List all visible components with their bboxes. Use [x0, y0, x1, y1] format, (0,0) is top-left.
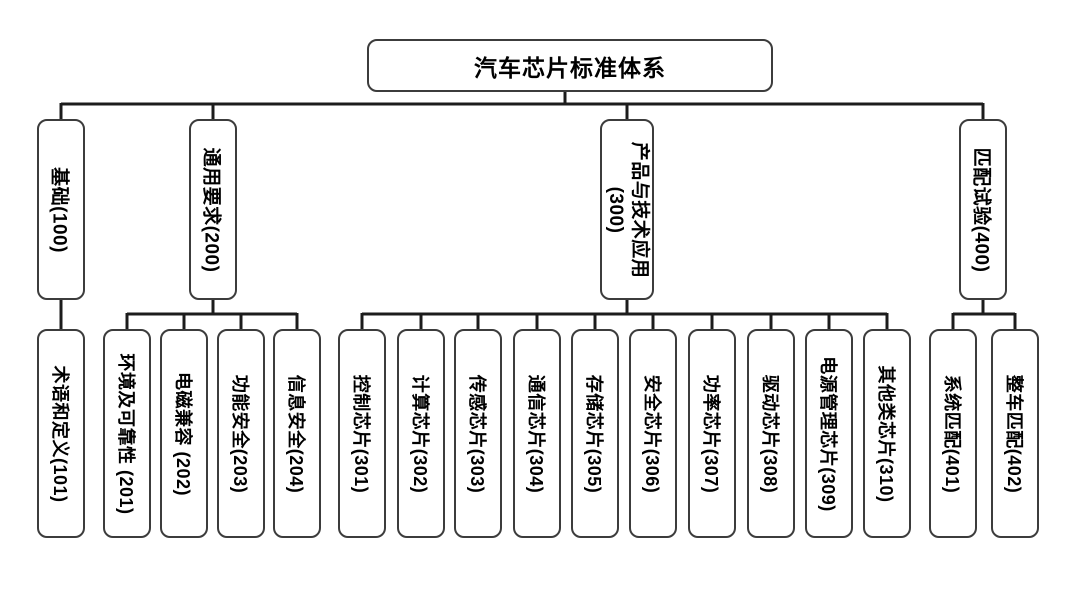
- node-303: 传感芯片(303): [454, 329, 502, 538]
- node-200: 通用要求(200): [189, 119, 237, 300]
- node-307-label: 功率芯片(307): [701, 374, 721, 493]
- node-305-label: 存储芯片(305): [584, 374, 604, 493]
- node-310-label: 其他类芯片(310): [876, 364, 896, 503]
- node-306-label: 安全芯片(306): [642, 374, 662, 493]
- node-203-label: 功能安全(203): [230, 374, 250, 493]
- node-308: 驱动芯片(308): [747, 329, 795, 538]
- node-401: 系统匹配(401): [929, 329, 977, 538]
- node-301: 控制芯片(301): [338, 329, 386, 538]
- node-200-label: 通用要求(200): [200, 147, 222, 272]
- node-root: 汽车芯片标准体系: [367, 39, 773, 92]
- node-310: 其他类芯片(310): [863, 329, 911, 538]
- node-201: 环境及可靠性 (201): [103, 329, 151, 538]
- node-307: 功率芯片(307): [688, 329, 736, 538]
- node-300-label: 产品与技术应用 (300): [605, 141, 650, 278]
- node-300: 产品与技术应用 (300): [600, 119, 654, 300]
- node-100-label: 基础(100): [48, 166, 70, 253]
- node-400-label: 匹配试验(400): [970, 147, 992, 272]
- node-202-label: 电磁兼容 (202): [173, 371, 193, 496]
- node-301-label: 控制芯片(301): [351, 374, 371, 493]
- node-101-label: 术语和定义(101): [50, 364, 70, 503]
- node-302: 计算芯片(302): [397, 329, 445, 538]
- node-400: 匹配试验(400): [959, 119, 1007, 300]
- node-203: 功能安全(203): [217, 329, 265, 538]
- node-306: 安全芯片(306): [629, 329, 677, 538]
- node-root-label: 汽车芯片标准体系: [474, 54, 666, 81]
- node-201-label: 环境及可靠性 (201): [116, 352, 136, 515]
- node-100: 基础(100): [37, 119, 85, 300]
- node-309: 电源管理芯片(309): [805, 329, 853, 538]
- node-202: 电磁兼容 (202): [160, 329, 208, 538]
- node-204: 信息安全(204): [273, 329, 321, 538]
- node-309-label: 电源管理芯片(309): [818, 355, 838, 512]
- node-304: 通信芯片(304): [513, 329, 561, 538]
- node-302-label: 计算芯片(302): [410, 374, 430, 493]
- node-305: 存储芯片(305): [571, 329, 619, 538]
- node-304-label: 通信芯片(304): [526, 374, 546, 493]
- node-402-label: 整车匹配(402): [1004, 374, 1024, 493]
- node-101: 术语和定义(101): [37, 329, 85, 538]
- node-204-label: 信息安全(204): [286, 374, 306, 493]
- node-402: 整车匹配(402): [991, 329, 1039, 538]
- node-401-label: 系统匹配(401): [942, 374, 962, 493]
- node-308-label: 驱动芯片(308): [760, 374, 780, 493]
- node-303-label: 传感芯片(303): [467, 374, 487, 493]
